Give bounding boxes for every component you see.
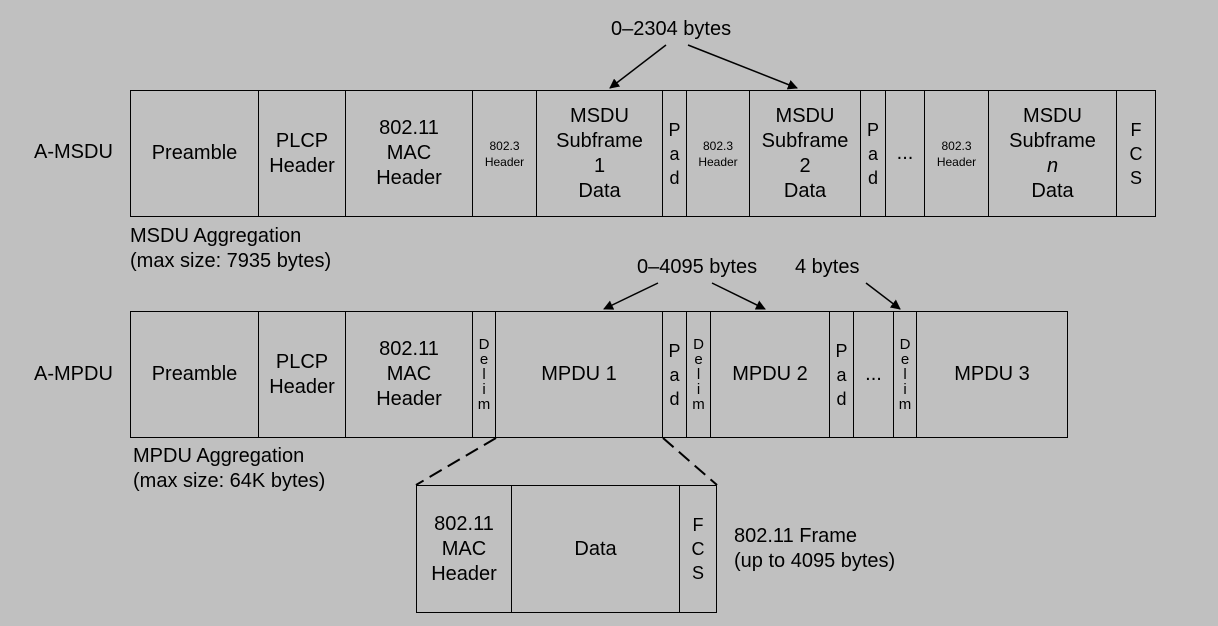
arrow-to-mpdu-2 <box>711 282 766 310</box>
amsdu-fcs: F C S <box>1116 90 1156 217</box>
amsdu-size-label: 0–2304 bytes <box>611 18 732 40</box>
ampdu-delim-3: D e l i m <box>893 311 917 438</box>
ampdu-pad-2: P a d <box>829 311 854 438</box>
arrow-to-mpdu-1 <box>603 282 659 310</box>
ampdu-mac-header: 802.11 MAC Header <box>345 311 473 438</box>
arrow-to-subframe-2 <box>687 44 798 90</box>
ampdu-delim-2: D e l i m <box>686 311 711 438</box>
ampdu-ellipsis: ... <box>853 311 894 438</box>
amsdu-mac-header: 802.11 MAC Header <box>345 90 473 217</box>
ampdu-preamble: Preamble <box>130 311 259 438</box>
amsdu-subframe-n-data: Data <box>1031 179 1074 202</box>
amsdu-8023-header-1: 802.3 Header <box>472 90 537 217</box>
amsdu-pad-2: P a d <box>860 90 886 217</box>
frame-caption: 802.11 Frame (up to 4095 bytes) <box>734 525 896 572</box>
amsdu-8023-header-n: 802.3 Header <box>924 90 989 217</box>
amsdu-plcp-header: PLCP Header <box>258 90 346 217</box>
amsdu-subframe-n: MSDU Subframe n Data <box>988 90 1117 217</box>
amsdu-row-label: A-MSDU <box>34 141 113 163</box>
amsdu-subframe-n-index: n <box>1046 154 1059 177</box>
ampdu-mpdu-3: MPDU 3 <box>916 311 1068 438</box>
frame-fcs: F C S <box>679 485 717 613</box>
ampdu-mpdu-1: MPDU 1 <box>495 311 663 438</box>
amsdu-subframe-2: MSDU Subframe 2 Data <box>749 90 861 217</box>
ampdu-pad-1: P a d <box>662 311 687 438</box>
ampdu-size-label: 0–4095 bytes <box>637 256 758 278</box>
amsdu-caption: MSDU Aggregation (max size: 7935 bytes) <box>130 225 332 272</box>
amsdu-pad-1: P a d <box>662 90 687 217</box>
frame-data: Data <box>511 485 680 613</box>
amsdu-subframe-1: MSDU Subframe 1 Data <box>536 90 663 217</box>
amsdu-8023-header-2: 802.3 Header <box>686 90 750 217</box>
amsdu-ellipsis: ... <box>885 90 925 217</box>
arrow-to-delim-3 <box>865 282 901 310</box>
amsdu-subframe-n-title: MSDU Subframe <box>1009 104 1096 152</box>
ampdu-delim-1: D e l i m <box>472 311 496 438</box>
zoom-line-right <box>662 437 718 486</box>
ampdu-caption: MPDU Aggregation (max size: 64K bytes) <box>133 445 326 492</box>
frame-mac-header: 802.11 MAC Header <box>416 485 512 613</box>
arrow-to-subframe-1 <box>609 44 667 89</box>
ampdu-mpdu-2: MPDU 2 <box>710 311 830 438</box>
ampdu-row-label: A-MPDU <box>34 363 113 385</box>
amsdu-preamble: Preamble <box>130 90 259 217</box>
ampdu-delim-size-label: 4 bytes <box>795 256 860 278</box>
ampdu-plcp-header: PLCP Header <box>258 311 346 438</box>
zoom-line-left <box>415 437 497 486</box>
